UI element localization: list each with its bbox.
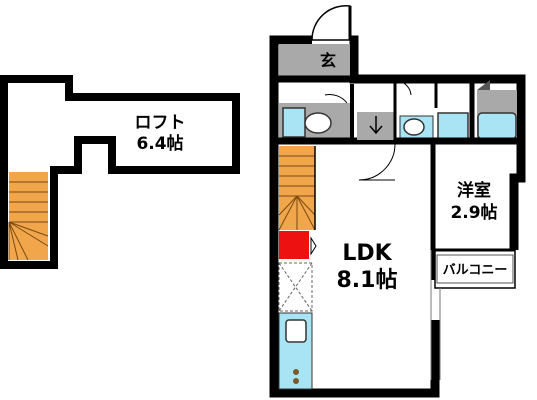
ldk-door bbox=[358, 143, 396, 181]
loft-stairs bbox=[8, 172, 49, 261]
washbasin-icon bbox=[403, 118, 425, 136]
stove-burner-icon bbox=[293, 378, 299, 384]
ldk-size: 8.1帖 bbox=[337, 268, 398, 293]
bathroom bbox=[472, 80, 521, 145]
loft-wall bbox=[0, 75, 240, 269]
entrance-name: 玄 bbox=[320, 51, 336, 70]
interior-stairs bbox=[278, 146, 316, 231]
loft-size: 6.4帖 bbox=[136, 133, 183, 154]
western-room-name: 洋室 bbox=[457, 180, 491, 201]
loft-area: ロフト 6.4帖 bbox=[0, 75, 240, 269]
toilet-icon bbox=[304, 112, 332, 134]
arrow-down-icon bbox=[369, 116, 383, 135]
entrance-door bbox=[311, 5, 352, 41]
refrigerator bbox=[279, 231, 317, 259]
western-room: 洋室 2.9帖 bbox=[430, 141, 498, 250]
washing-machine bbox=[437, 112, 469, 141]
entrance-area: 玄 bbox=[279, 44, 350, 77]
balcony-name: バルコニー bbox=[443, 263, 508, 278]
western-room-size: 2.9帖 bbox=[450, 202, 497, 223]
main-unit: バルコニー 玄 bbox=[269, 5, 526, 398]
storage bbox=[357, 112, 395, 140]
bathtub-icon bbox=[477, 112, 517, 140]
sink-icon bbox=[285, 319, 307, 343]
toilet-room bbox=[274, 84, 395, 145]
stove-burner-icon bbox=[293, 369, 299, 375]
ldk-name: LDK bbox=[342, 241, 392, 266]
kitchen-counter bbox=[278, 312, 313, 390]
washroom bbox=[393, 79, 475, 145]
loft-name: ロフト bbox=[135, 113, 186, 133]
dashed-storage bbox=[278, 262, 313, 312]
